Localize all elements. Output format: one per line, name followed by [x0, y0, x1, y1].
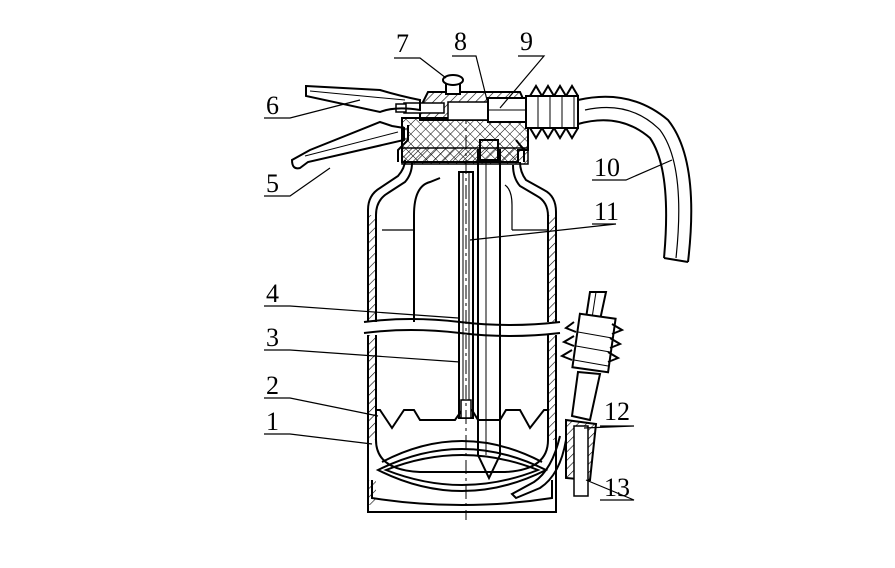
- left-wall-hatch-lower: [368, 335, 376, 440]
- label-9: 9: [520, 27, 533, 56]
- label-11: 11: [594, 197, 619, 226]
- part-labels: 1 2 3 4 5 6 7 8 9 10 11 12 13: [266, 27, 630, 502]
- hose: [577, 95, 693, 263]
- right-wall-hatch-upper: [548, 215, 556, 322]
- leader-lines: [264, 55, 673, 501]
- label-13: 13: [604, 473, 630, 502]
- left-wall-hatch-upper: [368, 215, 376, 322]
- label-4: 4: [266, 279, 279, 308]
- hose-coupler: [525, 84, 579, 140]
- bottom-dome: [368, 439, 553, 506]
- label-12: 12: [604, 397, 630, 426]
- right-wall-hatch-lower: [548, 335, 556, 440]
- label-8: 8: [454, 27, 467, 56]
- label-5: 5: [266, 169, 279, 198]
- head-assembly: [395, 74, 529, 165]
- carry-handle: [290, 120, 405, 170]
- label-10: 10: [594, 153, 620, 182]
- label-6: 6: [266, 91, 279, 120]
- inner-liner: [382, 177, 548, 322]
- label-3: 3: [266, 323, 279, 352]
- nozzle-assembly: [510, 291, 625, 500]
- piercing-needle: [477, 139, 501, 481]
- label-7: 7: [396, 29, 409, 58]
- cylinder-body: [363, 159, 561, 513]
- label-1: 1: [266, 407, 279, 436]
- trigger-lever: [305, 84, 421, 114]
- label-2: 2: [266, 371, 279, 400]
